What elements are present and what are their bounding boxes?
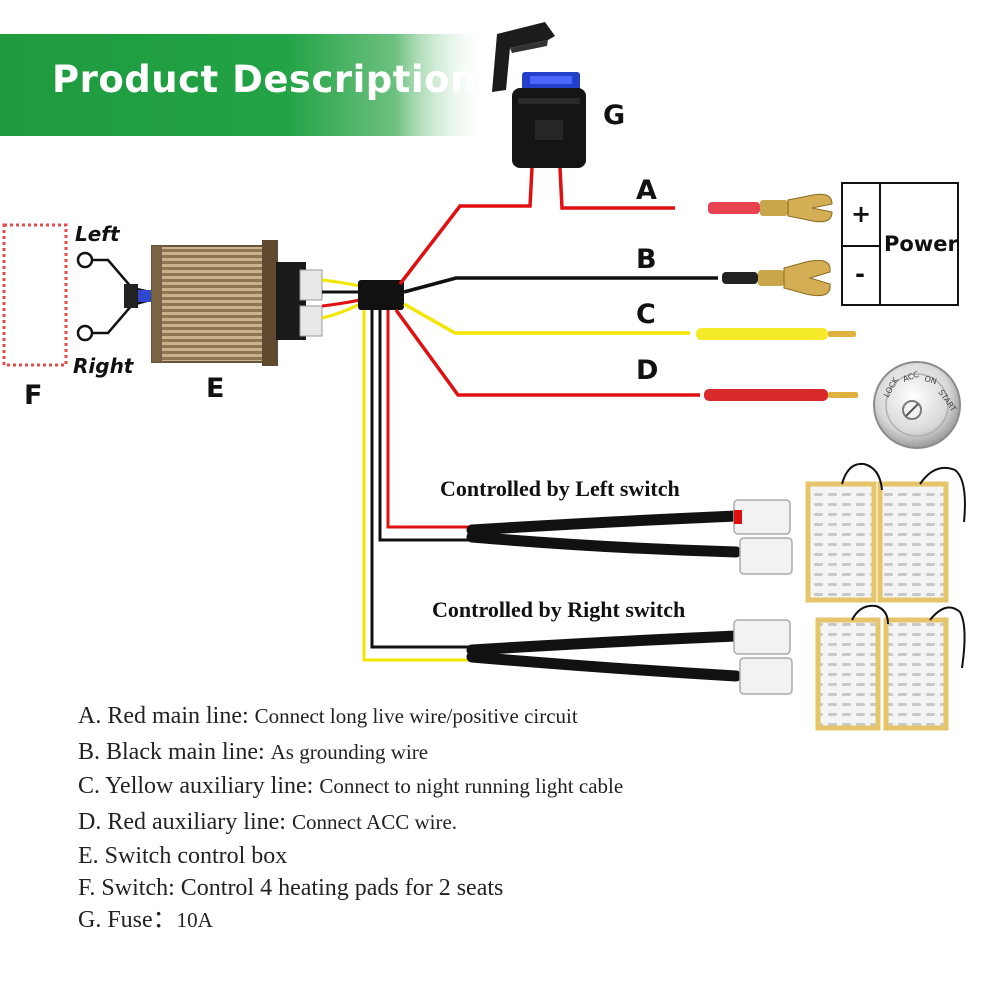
- switch-contacts: [76, 251, 151, 342]
- legend-key: F. Switch: Control 4 heating pads for 2 …: [78, 875, 504, 901]
- right-switch-output-title: Controlled by Right switch: [432, 597, 686, 622]
- legend-desc: Connect to night running light cable: [319, 774, 624, 798]
- legend-item-d: D. Red auxiliary line: Connect ACC wire.: [78, 810, 623, 844]
- legend-desc: 10A: [176, 908, 213, 932]
- label-wire-b: B: [636, 244, 657, 275]
- label-wire-c: C: [636, 299, 656, 330]
- switch-plug: [124, 284, 152, 308]
- power-box: [841, 182, 959, 306]
- legend-key: E. Switch control box: [78, 843, 288, 869]
- ignition-label-on: ON: [923, 374, 937, 386]
- legend-desc: As grounding wire: [270, 740, 429, 764]
- wire-end-d: [704, 389, 858, 401]
- label-fuse-g: G: [603, 100, 626, 131]
- label-switch-f: F: [24, 380, 43, 411]
- wire-end-c: [696, 328, 856, 340]
- legend-item-f: F. Switch: Control 4 heating pads for 2 …: [78, 876, 623, 908]
- legend-item-g: G. Fuse：10A: [78, 908, 623, 940]
- control-box: [151, 240, 323, 366]
- output-wires: [362, 310, 470, 662]
- wire-d: [394, 308, 700, 397]
- legend-desc: Connect long live wire/positive circuit: [254, 704, 578, 728]
- connector-left: [733, 499, 793, 575]
- banner-title: Product Description:: [52, 58, 493, 101]
- output-cable-right: [466, 630, 742, 682]
- box-leads: [321, 278, 361, 320]
- power-label: Power: [884, 232, 958, 256]
- legend-item-c: C. Yellow auxiliary line: Connect to nig…: [78, 774, 623, 810]
- legend-key: D. Red auxiliary line:: [78, 809, 292, 835]
- junction-block: [358, 280, 404, 310]
- terminal-a: [708, 193, 833, 223]
- power-plus-label: +: [851, 200, 872, 228]
- label-wire-d: D: [636, 355, 659, 386]
- legend-key: A. Red main line:: [78, 703, 255, 729]
- label-wire-a: A: [636, 175, 657, 206]
- ignition-switch: [873, 361, 961, 449]
- label-switch-right: Right: [73, 354, 134, 378]
- legend-item-a: A. Red main line: Connect long live wire…: [78, 704, 623, 740]
- legend-key: B. Black main line:: [78, 739, 271, 765]
- legend-key: C. Yellow auxiliary line:: [78, 773, 320, 799]
- legend-desc: Connect ACC wire.: [291, 810, 458, 834]
- terminal-b: [722, 259, 831, 297]
- label-switch-left: Left: [75, 222, 120, 246]
- fuse-holder: [492, 22, 586, 168]
- legend-item-e: E. Switch control box: [78, 844, 623, 876]
- output-cable-left: [466, 510, 742, 558]
- legend-key: G. Fuse：: [78, 907, 177, 933]
- power-minus-label: -: [855, 260, 865, 288]
- switch-frame: [2, 223, 68, 367]
- legend-item-b: B. Black main line: As grounding wire: [78, 740, 623, 774]
- heating-pads: [805, 462, 966, 731]
- label-control-box-e: E: [206, 373, 225, 404]
- wire-a: [398, 167, 675, 286]
- left-switch-output-title: Controlled by Left switch: [440, 476, 680, 501]
- legend-list: A. Red main line: Connect long live wire…: [78, 704, 623, 940]
- wire-b: [403, 276, 718, 294]
- connector-right: [733, 619, 793, 695]
- wire-c: [403, 302, 690, 335]
